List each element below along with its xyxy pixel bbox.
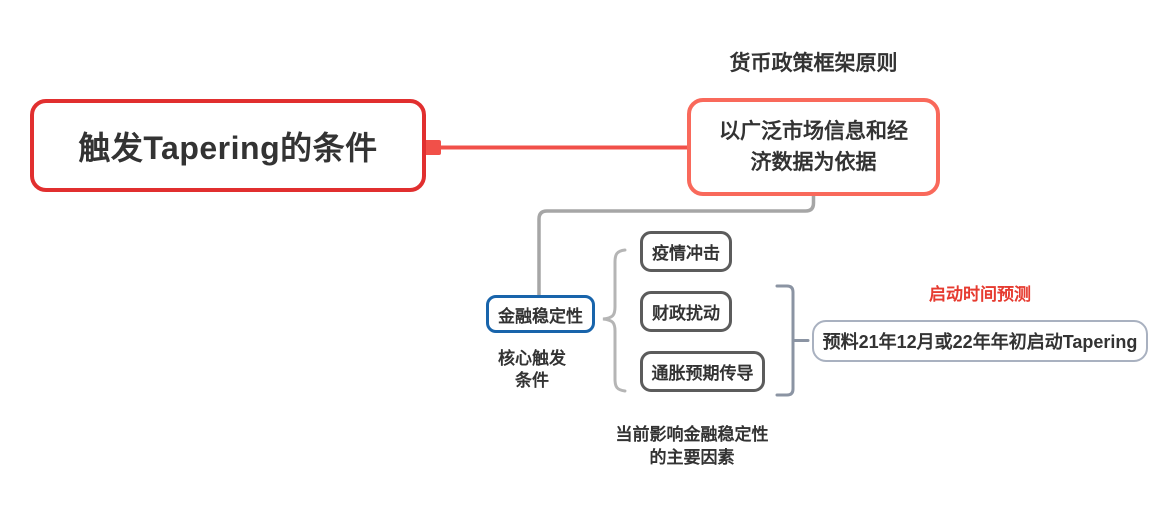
- stability-caption-line2: 条件: [515, 371, 549, 390]
- prediction-node[interactable]: 预料21年12月或22年年初启动Tapering: [812, 320, 1148, 362]
- stability-caption[interactable]: 核心触发 条件: [477, 348, 587, 392]
- factor-node-inflation-expectation[interactable]: 通胀预期传导: [640, 351, 765, 392]
- prediction-bracket: [775, 284, 810, 397]
- factors-caption-line2: 的主要因素: [649, 448, 735, 467]
- policy-stability-connector: [537, 196, 816, 295]
- factor-node-fiscal-disturbance[interactable]: 财政扰动: [640, 291, 732, 332]
- prediction-heading-label[interactable]: 启动时间预测: [929, 285, 1031, 304]
- policy-node[interactable]: 以广泛市场信息和经 济数据为依据: [687, 98, 940, 196]
- root-node[interactable]: 触发Tapering的条件: [30, 99, 426, 192]
- policy-node-text-line1: 以广泛市场信息和经: [719, 120, 908, 143]
- policy-node-text-line2: 济数据为依据: [750, 151, 877, 174]
- stability-caption-line1: 核心触发: [498, 349, 566, 368]
- policy-heading-label[interactable]: 货币政策框架原则: [729, 52, 898, 75]
- factors-caption-line1: 当前影响金融稳定性: [615, 425, 769, 444]
- factors-brace: [602, 248, 627, 393]
- stability-node[interactable]: 金融稳定性: [486, 295, 595, 333]
- factors-caption[interactable]: 当前影响金融稳定性 的主要因素: [592, 423, 792, 469]
- factor-node-pandemic-shock[interactable]: 疫情冲击: [640, 231, 732, 272]
- root-policy-connector-stub: [424, 140, 441, 155]
